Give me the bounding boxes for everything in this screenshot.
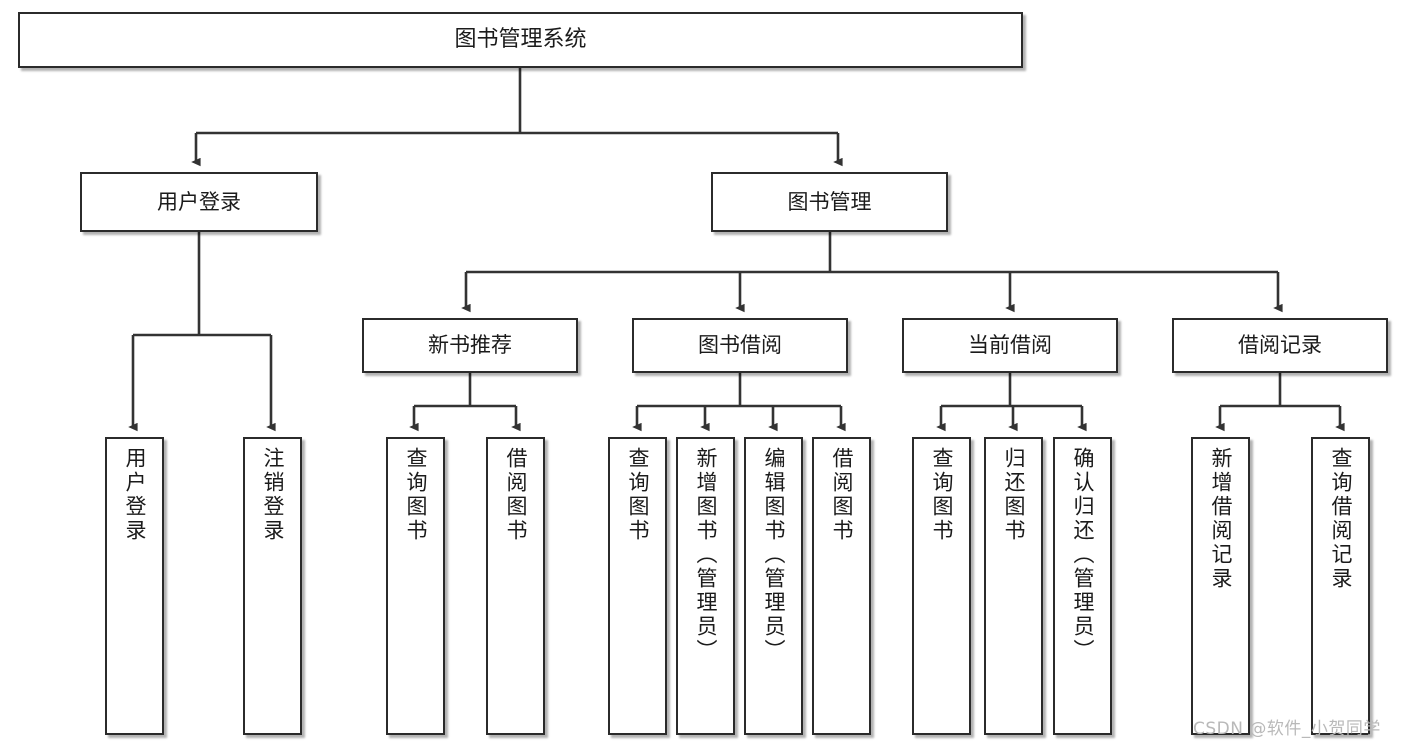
node-leaf-query-book-3-label: 查询图书 [930,447,954,543]
node-leaf-confirm-return-label: 确认归还（管理员） [1071,447,1095,663]
node-leaf-query-book-3[interactable]: 查询图书 [912,437,971,735]
node-book-manage[interactable]: 图书管理 [711,172,948,232]
node-leaf-user-logout-label: 注销登录 [261,447,285,543]
node-book-manage-label: 图书管理 [787,189,872,214]
node-leaf-query-record-label: 查询借阅记录 [1329,447,1353,591]
node-leaf-return-book-label: 归还图书 [1002,447,1026,543]
node-user-login-label: 用户登录 [157,189,241,214]
watermark: CSDN @软件_小贺同学 [1193,719,1381,739]
node-borrow-record-label: 借阅记录 [1238,333,1322,358]
node-leaf-query-record[interactable]: 查询借阅记录 [1311,437,1370,735]
node-leaf-query-book-1-label: 查询图书 [404,447,428,543]
node-leaf-borrow-book-1[interactable]: 借阅图书 [486,437,545,735]
node-leaf-add-record[interactable]: 新增借阅记录 [1191,437,1250,735]
node-current-borrow[interactable]: 当前借阅 [902,318,1118,373]
node-leaf-query-book-1[interactable]: 查询图书 [386,437,445,735]
node-new-book-rec[interactable]: 新书推荐 [362,318,578,373]
node-book-borrow[interactable]: 图书借阅 [632,318,848,373]
node-leaf-confirm-return[interactable]: 确认归还（管理员） [1053,437,1112,735]
node-leaf-borrow-book-2[interactable]: 借阅图书 [812,437,871,735]
node-leaf-add-book-label: 新增图书（管理员） [694,447,718,663]
node-book-borrow-label: 图书借阅 [698,333,782,358]
node-current-borrow-label: 当前借阅 [968,333,1052,358]
node-leaf-user-login-label: 用户登录 [123,447,147,543]
node-leaf-query-book-2-label: 查询图书 [626,447,650,543]
node-leaf-user-logout[interactable]: 注销登录 [243,437,302,735]
node-root-label: 图书管理系统 [454,27,587,53]
node-leaf-add-record-label: 新增借阅记录 [1209,447,1233,591]
node-borrow-record[interactable]: 借阅记录 [1172,318,1388,373]
node-leaf-borrow-book-2-label: 借阅图书 [830,447,854,543]
node-leaf-borrow-book-1-label: 借阅图书 [504,447,528,543]
node-leaf-edit-book[interactable]: 编辑图书（管理员） [744,437,803,735]
node-leaf-edit-book-label: 编辑图书（管理员） [762,447,786,663]
node-leaf-query-book-2[interactable]: 查询图书 [608,437,667,735]
node-root[interactable]: 图书管理系统 [18,12,1023,68]
node-leaf-return-book[interactable]: 归还图书 [984,437,1043,735]
node-new-book-rec-label: 新书推荐 [428,333,512,358]
node-leaf-user-login[interactable]: 用户登录 [105,437,164,735]
node-leaf-add-book[interactable]: 新增图书（管理员） [676,437,735,735]
node-user-login[interactable]: 用户登录 [80,172,318,232]
